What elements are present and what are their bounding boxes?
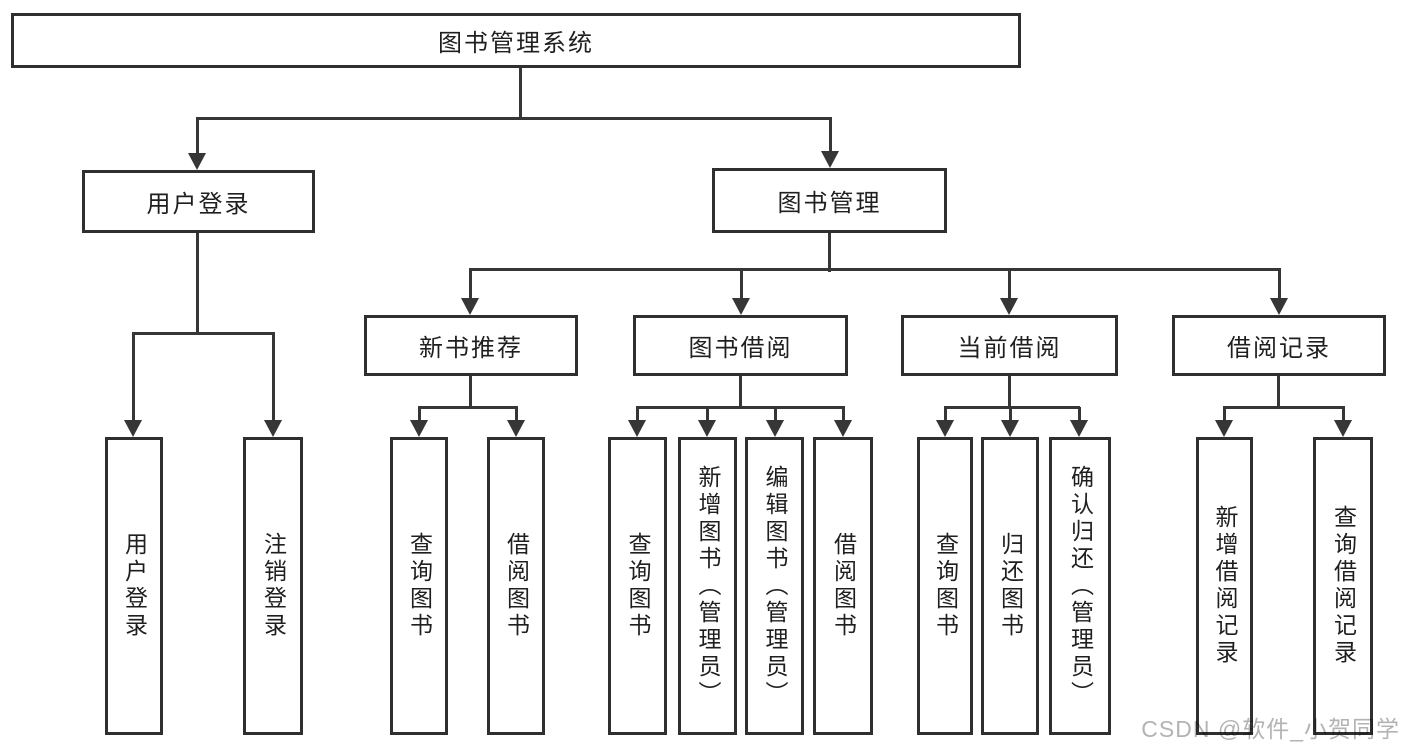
- arrowhead-icon: [188, 153, 206, 170]
- node-label: 当前借阅: [957, 335, 1062, 362]
- connector-line: [1278, 269, 1281, 302]
- node-root: 图书管理系统: [11, 13, 1021, 68]
- arrowhead-icon: [1000, 298, 1018, 315]
- arrowhead-icon: [698, 420, 716, 437]
- connector-line: [519, 68, 522, 120]
- node-borrowing-records: 借阅记录: [1172, 315, 1386, 376]
- node-label: 图书管理系统: [438, 30, 594, 57]
- leaf-return-books: 归还图书: [981, 437, 1039, 735]
- node-label: 新增借阅记录: [1212, 505, 1238, 667]
- connector-line: [842, 407, 845, 424]
- leaf-borrow-books-recommend: 借阅图书: [487, 437, 545, 735]
- leaf-user-login: 用户登录: [105, 437, 163, 735]
- connector-line: [132, 332, 275, 335]
- connector-line: [515, 407, 518, 424]
- connector-line: [740, 269, 743, 302]
- node-user-login: 用户登录: [82, 170, 315, 233]
- connector-line: [636, 407, 639, 424]
- connector-line: [944, 407, 947, 424]
- node-label: 图书借阅: [688, 335, 793, 362]
- node-label: 查询图书: [625, 532, 651, 640]
- leaf-add-borrow-record: 新增借阅记录: [1196, 437, 1253, 735]
- node-label: 查询图书: [406, 532, 433, 640]
- leaf-edit-books-admin: 编辑图书（管理员）: [745, 437, 804, 735]
- node-label: 新增图书（管理员）: [695, 464, 721, 708]
- connector-line: [469, 268, 1281, 271]
- arrowhead-icon: [507, 420, 525, 437]
- node-current-borrowing: 当前借阅: [901, 315, 1118, 376]
- node-label: 确认归还（管理员）: [1067, 464, 1094, 708]
- arrowhead-icon: [766, 420, 784, 437]
- connector-line: [132, 333, 135, 424]
- connector-line: [1223, 407, 1226, 424]
- connector-line: [196, 118, 199, 157]
- connector-line: [196, 233, 199, 335]
- connector-line: [739, 376, 742, 409]
- arrowhead-icon: [936, 420, 954, 437]
- connector-line: [1078, 407, 1081, 424]
- connector-line: [469, 269, 472, 302]
- connector-line: [272, 333, 275, 424]
- connector-line: [706, 407, 709, 424]
- node-label: 归还图书: [997, 532, 1024, 640]
- connector-line: [1009, 407, 1012, 424]
- leaf-add-books-admin: 新增图书（管理员）: [678, 437, 737, 735]
- connector-line: [636, 406, 845, 409]
- node-label: 图书管理: [777, 190, 882, 217]
- arrowhead-icon: [264, 420, 282, 437]
- node-new-book-recommend: 新书推荐: [364, 315, 578, 376]
- arrowhead-icon: [628, 420, 646, 437]
- leaf-confirm-return-admin: 确认归还（管理员）: [1049, 437, 1111, 735]
- arrowhead-icon: [732, 298, 750, 315]
- leaf-query-books-borrowing: 查询图书: [608, 437, 667, 735]
- node-label: 借阅图书: [830, 532, 857, 640]
- connector-line: [774, 407, 777, 424]
- node-label: 新书推荐: [419, 335, 523, 362]
- connector-line: [944, 406, 1080, 409]
- arrowhead-icon: [1070, 420, 1088, 437]
- arrowhead-icon: [1270, 298, 1288, 315]
- node-label: 编辑图书（管理员）: [762, 464, 788, 708]
- arrowhead-icon: [834, 420, 852, 437]
- leaf-logout: 注销登录: [243, 437, 303, 735]
- node-label: 注销登录: [260, 532, 287, 640]
- connector-line: [1008, 269, 1011, 302]
- node-book-management: 图书管理: [712, 168, 947, 233]
- arrowhead-icon: [821, 151, 839, 168]
- leaf-borrow-books-borrowing: 借阅图书: [813, 437, 873, 735]
- connector-line: [1277, 376, 1280, 409]
- arrowhead-icon: [1001, 420, 1019, 437]
- leaf-query-books-recommend: 查询图书: [390, 437, 448, 735]
- node-label: 用户登录: [121, 532, 148, 640]
- arrowhead-icon: [461, 298, 479, 315]
- connector-line: [196, 117, 832, 120]
- node-label: 用户登录: [146, 191, 251, 218]
- connector-line: [1008, 376, 1011, 409]
- node-label: 借阅记录: [1227, 335, 1331, 362]
- node-label: 查询图书: [932, 532, 959, 640]
- connector-line: [469, 376, 472, 409]
- connector-line: [1342, 407, 1345, 424]
- leaf-query-borrow-record: 查询借阅记录: [1313, 437, 1373, 735]
- connector-line: [829, 118, 832, 155]
- leaf-query-books-current: 查询图书: [917, 437, 973, 735]
- connector-line: [1223, 406, 1345, 409]
- arrowhead-icon: [410, 420, 428, 437]
- node-book-borrowing: 图书借阅: [633, 315, 848, 376]
- connector-line: [418, 407, 421, 424]
- arrowhead-icon: [1215, 420, 1233, 437]
- csdn-watermark: CSDN @软件_小贺同学: [1141, 716, 1400, 742]
- connector-line: [828, 233, 831, 272]
- arrowhead-icon: [1334, 420, 1352, 437]
- node-label: 借阅图书: [503, 532, 530, 640]
- connector-line: [418, 406, 518, 409]
- arrowhead-icon: [124, 420, 142, 437]
- node-label: 查询借阅记录: [1330, 505, 1357, 667]
